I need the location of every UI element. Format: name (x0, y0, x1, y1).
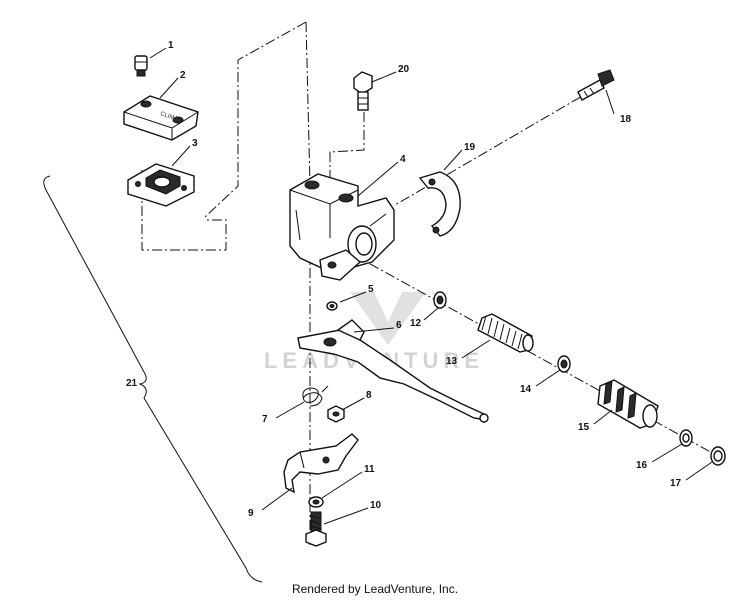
callout-8: 8 (366, 390, 372, 401)
part-14-washer (557, 355, 571, 373)
part-12-washer (433, 291, 447, 309)
part-17-seal (710, 446, 726, 466)
part-20-bolt (353, 71, 373, 111)
part-6-lever (297, 319, 489, 423)
watermark-logo-icon (350, 292, 426, 345)
callout-10: 10 (370, 500, 382, 511)
callout-labels: 1 2 3 4 5 6 7 8 9 10 11 12 13 14 15 16 1… (126, 40, 682, 519)
part-16-washer (679, 429, 693, 447)
callout-16: 16 (636, 460, 648, 471)
callout-14: 14 (520, 384, 532, 395)
callout-leaders (149, 47, 713, 525)
callout-7: 7 (262, 414, 268, 425)
part-11-washer (308, 496, 324, 508)
callout-2: 2 (180, 70, 186, 81)
callout-5: 5 (368, 284, 374, 295)
part-2-reservoir-cap: CLIMA (123, 95, 199, 141)
callout-3: 3 (192, 138, 198, 149)
callout-11: 11 (364, 464, 375, 475)
callout-12: 12 (410, 318, 422, 329)
callout-4: 4 (400, 154, 406, 165)
part-3-diaphragm (127, 163, 195, 207)
callout-9: 9 (248, 508, 254, 519)
callout-6: 6 (396, 320, 402, 331)
part-15-piston (597, 379, 659, 429)
part-7-spring (302, 385, 329, 407)
part-18-screw (577, 69, 615, 101)
part-5-bushing (326, 301, 338, 311)
callout-13: 13 (446, 356, 458, 367)
callout-18: 18 (620, 114, 632, 125)
part-8-nut (327, 405, 345, 423)
part-13-boot (477, 313, 534, 353)
callout-15: 15 (578, 422, 590, 433)
part-4-master-cylinder (289, 173, 395, 281)
leader-lines (141, 21, 726, 545)
footer-credit: Rendered by LeadVenture, Inc. (291, 582, 459, 596)
part-19-clamp (418, 171, 461, 237)
assembly-bracket (43, 175, 263, 583)
callout-20: 20 (398, 64, 410, 75)
cap-marking: CLIMA (159, 111, 178, 122)
callout-17: 17 (670, 478, 682, 489)
part-1-screw (134, 55, 148, 77)
callout-19: 19 (464, 142, 476, 153)
part-10-bolt (305, 511, 327, 547)
callout-1: 1 (168, 40, 174, 51)
part-9-bracket (283, 433, 359, 494)
callout-21: 21 (126, 378, 138, 389)
